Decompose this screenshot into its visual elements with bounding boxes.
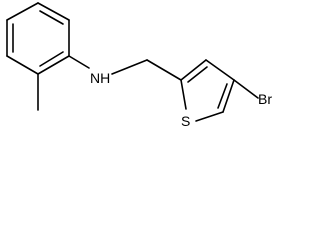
bond-ring-4 <box>6 55 39 75</box>
nitrogen-label: NH <box>90 70 110 86</box>
bond-ch2-thiophene <box>146 59 182 81</box>
bond-ring-double-2 <box>39 51 64 67</box>
bond-thio-3 <box>222 79 235 113</box>
benzene-ring <box>6 2 70 75</box>
bond-thio-2 <box>205 59 235 81</box>
thiophene-ring <box>180 59 235 122</box>
molecule-structure: NH S Br <box>6 2 272 129</box>
bromine-label: Br <box>258 91 272 107</box>
bond-ring-3 <box>37 55 70 75</box>
bond-thio-4 <box>195 111 224 122</box>
bond-ring-6 <box>6 2 39 21</box>
bond-thio-double-2 <box>217 83 228 109</box>
sulfur-label: S <box>181 113 190 129</box>
bond-bromine <box>233 79 259 99</box>
bond-thio-5 <box>180 79 187 110</box>
bond-ring-nitrogen <box>68 55 90 69</box>
bond-ring-double-1 <box>39 10 64 25</box>
bond-nitrogen-ch2 <box>111 59 148 75</box>
bond-ring-1 <box>37 2 70 21</box>
bond-thio-double-1 <box>187 66 208 83</box>
bond-thio-1 <box>180 59 207 81</box>
